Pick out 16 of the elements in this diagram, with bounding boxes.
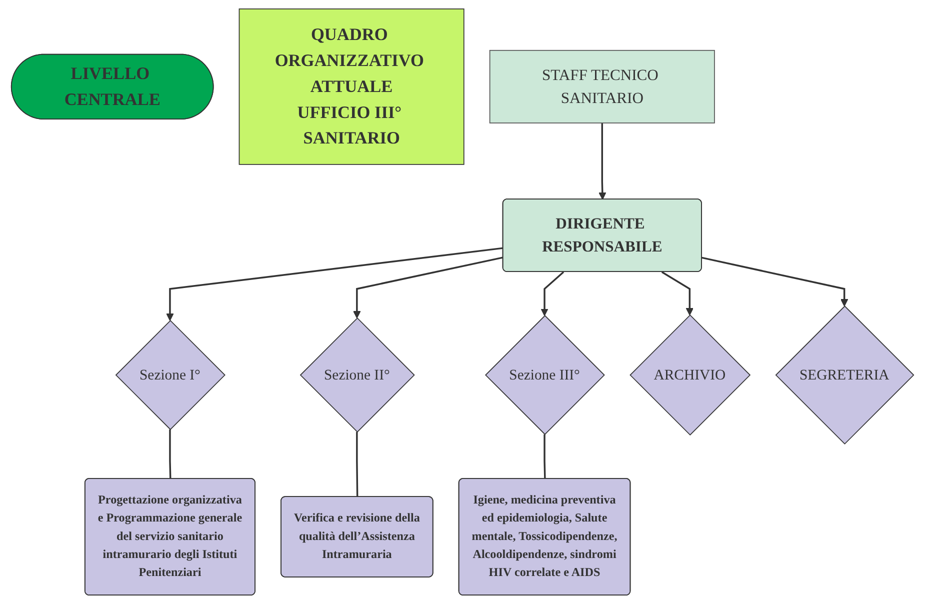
node-diamond: SEGRETERIA xyxy=(775,306,914,444)
connector xyxy=(544,434,546,479)
node-diamond: Sezione I° xyxy=(115,320,226,430)
connector xyxy=(169,429,172,479)
node-box: QUADRO ORGANIZZATIVO ATTUALE UFFICIO III° SANITARIO xyxy=(238,8,464,165)
node-box: STAFF TECNICO SANITARIO xyxy=(489,50,715,124)
node-diamond: Sezione III° xyxy=(485,315,605,435)
node-diamond: Sezione II° xyxy=(300,318,415,433)
arrow xyxy=(702,256,848,306)
connector xyxy=(356,432,358,498)
arrow xyxy=(353,256,504,318)
arrow xyxy=(598,122,606,200)
arrow xyxy=(166,247,504,321)
node-diamond: ARCHIVIO xyxy=(630,314,751,436)
arrow xyxy=(540,271,564,316)
arrow xyxy=(661,271,694,316)
